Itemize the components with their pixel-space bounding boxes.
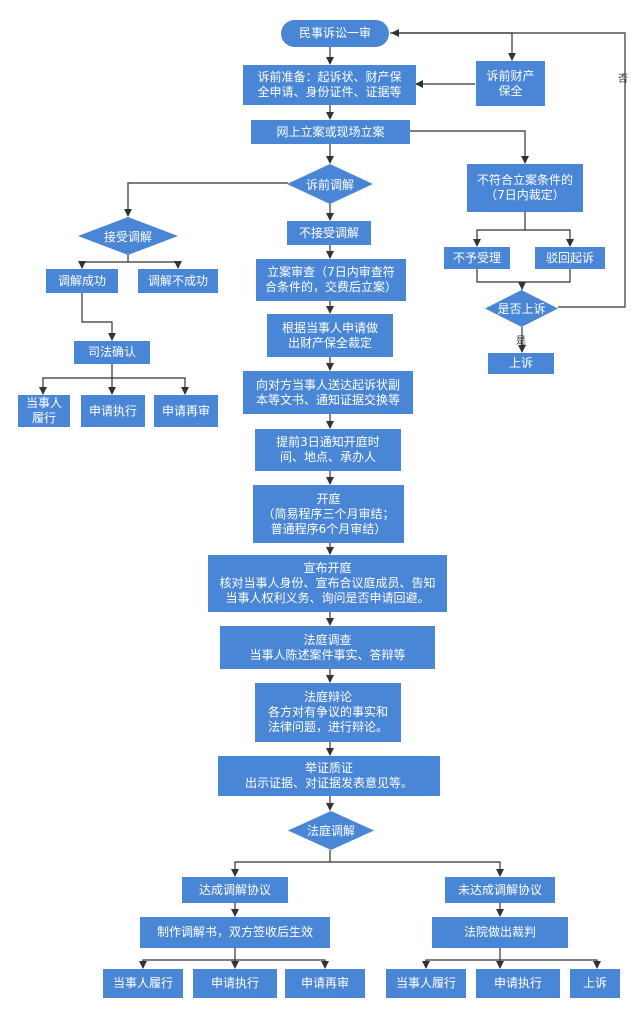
decision-pre-mediation: 诉前调解: [287, 164, 373, 204]
node-evidence: 举证质证 出示证据、对证据发表意见等。: [218, 756, 440, 796]
node-party-perform-3: 当事人履行: [386, 969, 466, 998]
node-apply-exec-1: 申请执行: [81, 395, 145, 427]
node-appeal-2: 上诉: [570, 969, 620, 998]
node-apply-exec-2: 申请执行: [193, 969, 277, 998]
node-property-preservation: 诉前财产 保全: [476, 61, 545, 106]
node-judgment: 法院做出裁判: [432, 917, 568, 948]
node-investigation: 法庭调查 当事人陈述案件事实、答辩等: [220, 626, 435, 669]
node-mediation-fail: 调解不成功: [138, 269, 218, 293]
decision-accept-mediation: 接受调解: [78, 217, 178, 255]
node-party-perform-2: 当事人履行: [103, 969, 183, 998]
node-case-review: 立案审查（7日内审查符 合条件的，交费后立案）: [256, 259, 406, 301]
node-debate: 法庭辩论 各方对有争议的事实和 法律问题，进行辩论。: [255, 683, 401, 742]
node-party-perform-1: 当事人 履行: [18, 395, 70, 427]
node-announce: 宣布开庭 核对当事人身份、宣布合议庭成员、告知 当事人权利义务、询问是否申请回避…: [208, 555, 447, 612]
decision-appeal: 是否上诉: [485, 290, 558, 327]
node-judicial-confirm: 司法确认: [74, 341, 150, 364]
decision-court-mediation-label: 法庭调解: [306, 824, 355, 838]
node-not-accept: 不予受理: [444, 247, 510, 269]
node-refuse-mediation: 不接受调解: [287, 221, 371, 245]
node-serve-docs: 向对方当事人送达起诉状副 本等文书、通知证据交换等: [243, 371, 413, 414]
node-appeal: 上诉: [488, 353, 554, 374]
node-not-meet-conditions: 不符合立案条件的 （7日内裁定）: [467, 164, 583, 212]
decision-appeal-label: 是否上诉: [497, 302, 546, 316]
node-filing: 网上立案或现场立案: [251, 120, 410, 144]
node-preservation-ruling: 根据当事人申请做 出财产保全裁定: [267, 314, 393, 357]
node-agreement: 达成调解协议: [182, 877, 288, 903]
node-mediation-success: 调解成功: [46, 269, 118, 293]
node-preparation: 诉前准备：起诉状、财产保 全申请、身份证件、证据等: [243, 65, 416, 105]
node-make-mediation-doc: 制作调解书，双方签收后生效: [140, 917, 330, 948]
node-apply-retrial-1: 申请再审: [154, 395, 218, 427]
node-hearing: 开庭 （简易程序三个月审结； 普通程序6个月审结）: [253, 485, 404, 543]
node-notify: 提前3日通知开庭时 间、地点、承办人: [255, 429, 401, 471]
decision-accept-mediation-label: 接受调解: [103, 229, 152, 244]
label-yes: 是: [516, 336, 526, 347]
node-no-agreement: 未达成调解协议: [445, 877, 555, 903]
node-apply-retrial-2: 申请再审: [285, 969, 365, 998]
label-no: 否: [618, 74, 628, 85]
decision-court-mediation: 法庭调解: [288, 811, 374, 850]
decision-pre-mediation-label: 诉前调解: [305, 177, 354, 192]
node-start: 民事诉讼一审: [281, 20, 389, 47]
node-apply-exec-3: 申请执行: [476, 969, 560, 998]
node-dismiss: 驳回起诉: [535, 247, 605, 269]
